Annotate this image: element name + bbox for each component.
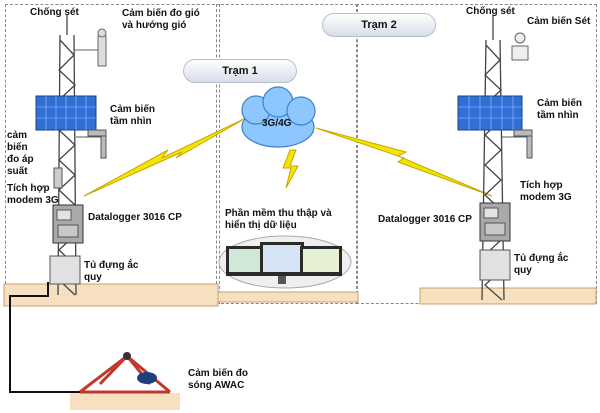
datalogger-station2	[479, 202, 511, 242]
battery-label-station1: Tủ đựng ắc quy	[84, 260, 138, 284]
battery2-line2: quy	[514, 265, 532, 276]
datalogger-label-station2: Datalogger 3016 CP	[378, 214, 472, 225]
lightning-link-software	[282, 149, 299, 189]
pressure-line2: biến	[7, 142, 28, 153]
solar-panel-station1	[35, 95, 97, 131]
modem-label-station1: Tích hợp modem 3G	[7, 183, 59, 207]
battery-box-station1	[49, 255, 81, 285]
wind-sensor-line1: Cảm biến đo gió	[122, 8, 200, 19]
tower-station1	[57, 15, 77, 296]
datalogger-station1	[52, 204, 84, 244]
station2-title: Trạm 2	[322, 13, 436, 37]
visibility-line1: Cảm biến	[110, 104, 156, 115]
visibility-line2: tầm nhìn	[110, 116, 152, 127]
network-label: 3G/4G	[262, 118, 292, 129]
visibility-sensor-label-station2: Cảm biến tầm nhìn	[537, 98, 582, 122]
battery-box-station2	[479, 249, 511, 281]
awac-label: Cảm biến đo sóng AWAC	[188, 368, 248, 392]
visibility-sensor-station1	[76, 129, 107, 159]
weather-sensor-station2	[511, 32, 529, 61]
visibility2-line1: Cảm biến	[537, 98, 583, 109]
battery1-line1: Tủ đựng ắc	[84, 260, 139, 271]
wind-sensor-line2: và hướng gió	[122, 20, 187, 31]
cloud-3g4g	[241, 86, 316, 148]
software-region	[216, 4, 358, 304]
awac-line2: sóng AWAC	[188, 380, 245, 391]
battery1-line2: quy	[84, 272, 102, 283]
software-monitors	[218, 235, 352, 289]
solar-panel-station2	[457, 95, 523, 131]
lightning-rod-label-station2: Chống sét	[466, 6, 515, 17]
pressure-sensor-station1	[53, 167, 63, 189]
software-line2: hiển thị dữ liệu	[225, 220, 297, 231]
modem1-line1: Tích hợp	[7, 183, 50, 194]
visibility2-line2: tầm nhìn	[537, 110, 579, 121]
weather-sensor-label-station2: Cảm biến Sét	[527, 16, 591, 27]
pressure-sensor-label: cảm biến đo áp suất	[7, 130, 34, 178]
visibility-sensor-label-station1: Cảm biến tầm nhìn	[110, 104, 155, 128]
lightning-rod-label-station1: Chống sét	[30, 7, 79, 18]
pressure-line3: đo áp	[7, 154, 34, 165]
modem-label-station2: Tích hợp modem 3G	[520, 180, 572, 204]
visibility-sensor-station2	[502, 129, 533, 159]
battery-label-station2: Tủ đựng ắc quy	[514, 253, 568, 277]
wind-sensor-station1	[74, 28, 107, 67]
pressure-line4: suất	[7, 166, 28, 177]
awac-cable	[9, 282, 80, 393]
awac-frame	[70, 352, 180, 410]
ground-software	[217, 291, 359, 303]
awac-line1: Cảm biến đo	[188, 368, 249, 379]
modem2-line1: Tích hợp	[520, 180, 563, 191]
pressure-line1: cảm	[7, 130, 28, 141]
modem2-line2: modem 3G	[520, 192, 572, 203]
lightning-link-station2	[315, 127, 493, 197]
datalogger-label-station1: Datalogger 3016 CP	[88, 212, 182, 223]
software-label: Phần mềm thu thập và hiển thị dữ liệu	[225, 208, 332, 232]
software-line1: Phần mềm thu thập và	[225, 208, 332, 219]
wind-sensor-label: Cảm biến đo gió và hướng gió	[122, 8, 200, 32]
lightning-link-station1	[83, 117, 247, 197]
ground-station2	[419, 287, 597, 305]
battery2-line1: Tủ đựng ắc	[514, 253, 569, 264]
modem1-line2: modem 3G	[7, 195, 59, 206]
station1-title: Trạm 1	[183, 59, 297, 83]
